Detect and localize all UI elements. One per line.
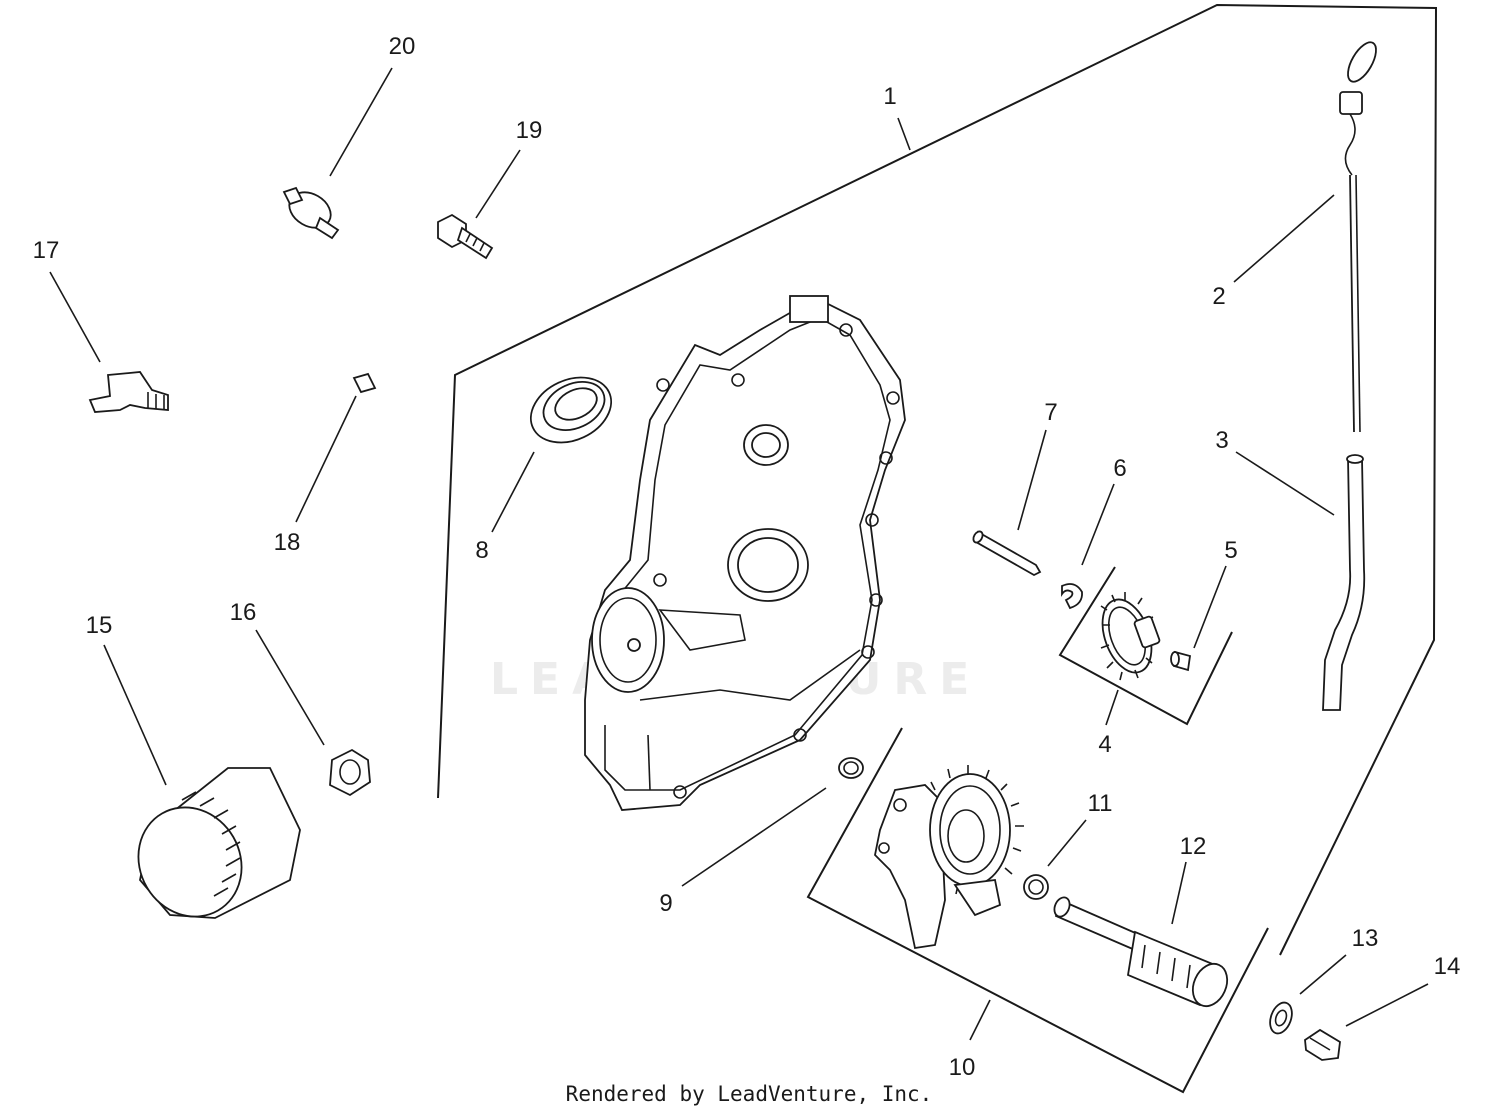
leader-13 (1299, 954, 1347, 995)
oil-seal-part (529, 376, 613, 444)
callout-12: 12 (1180, 833, 1207, 860)
callout-2: 2 (1212, 283, 1225, 310)
callout-11: 11 (1088, 790, 1113, 817)
leader-5 (1193, 565, 1227, 649)
set-screw-part (352, 372, 377, 394)
leader-16 (255, 629, 325, 746)
leader-1 (897, 117, 911, 151)
leader-9 (681, 787, 827, 887)
callout-18: 18 (274, 529, 301, 556)
callout-17: 17 (33, 237, 60, 264)
governor-pin-part (1170, 650, 1192, 672)
o-ring-9-part (838, 757, 864, 779)
callout-10: 10 (949, 1054, 976, 1081)
leader-lines (49, 67, 1429, 1041)
bolt-19-part (437, 213, 494, 260)
assembly-1-outline (437, 3, 1438, 956)
assembly-10-outline (806, 727, 1269, 1094)
washer-part (1269, 1001, 1293, 1035)
leader-8 (491, 451, 535, 533)
leader-18 (295, 395, 357, 523)
retaining-clip-part (1061, 583, 1083, 610)
callout-19: 19 (516, 117, 543, 144)
oil-pickup-part (1053, 896, 1229, 1008)
credit-text: Rendered by LeadVenture, Inc. (566, 1082, 933, 1106)
leader-20 (329, 67, 393, 177)
callout-15: 15 (86, 612, 113, 639)
governor-gear-part (1100, 592, 1161, 681)
dipstick-tube-part (1322, 454, 1366, 711)
screw-14-part (1304, 1028, 1341, 1061)
gear-cover-part (584, 295, 906, 811)
callout-5: 5 (1224, 537, 1237, 564)
callout-16: 16 (230, 599, 257, 626)
callout-20: 20 (389, 33, 416, 60)
pin-part (972, 530, 1042, 577)
leader-7 (1017, 429, 1047, 531)
callout-7: 7 (1044, 399, 1057, 426)
callout-8: 8 (475, 537, 488, 564)
leader-4 (1105, 689, 1119, 726)
callout-9: 9 (659, 890, 672, 917)
leader-14 (1345, 983, 1429, 1027)
callout-1: 1 (883, 83, 896, 110)
callout-3: 3 (1215, 427, 1228, 454)
assembly-4-outline (1058, 566, 1233, 726)
leader-15 (103, 644, 167, 786)
oil-filter-part (137, 767, 301, 919)
dipstick-part (1339, 41, 1377, 433)
elbow-fitting-part (88, 371, 169, 413)
leader-19 (475, 149, 521, 219)
leader-11 (1047, 819, 1087, 867)
leader-6 (1081, 483, 1115, 566)
callout-labels: 1 2 3 4 5 6 7 8 9 10 11 12 13 14 15 16 1… (33, 33, 1461, 1081)
leader-17 (49, 271, 101, 363)
drain-plug-part (329, 748, 371, 797)
leader-10 (969, 999, 991, 1041)
pressure-switch-part (282, 186, 340, 240)
leader-2 (1233, 194, 1335, 283)
callout-6: 6 (1113, 455, 1126, 482)
leader-3 (1235, 451, 1335, 516)
callout-4: 4 (1098, 731, 1111, 758)
o-ring-11-part (1023, 874, 1049, 900)
leader-12 (1171, 861, 1187, 925)
callout-13: 13 (1352, 925, 1379, 952)
callout-14: 14 (1434, 953, 1461, 980)
oil-pump-part (874, 765, 1024, 950)
